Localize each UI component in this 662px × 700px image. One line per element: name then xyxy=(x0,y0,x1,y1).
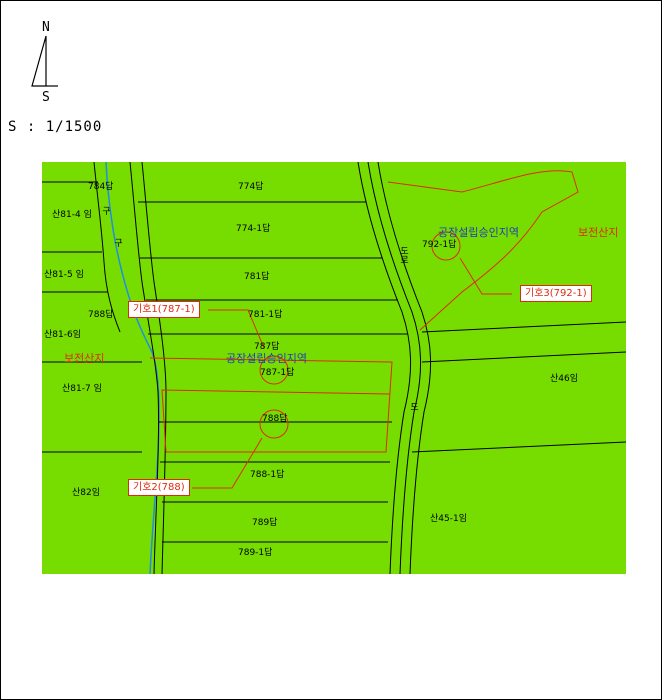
parcel-label: 산81-4 임 xyxy=(52,210,92,220)
conservation-label: 보전산지 xyxy=(64,352,105,365)
parcel-label: 산45-1임 xyxy=(430,514,467,524)
callout-label: 기호2(788) xyxy=(128,479,190,496)
parcel-label: 788답 xyxy=(88,310,114,320)
callout-circles xyxy=(259,231,461,439)
parcel-label: 792-1답 xyxy=(422,240,457,250)
north-arrow: N S xyxy=(26,18,66,108)
zone-label: 공장설립승인지역 xyxy=(226,352,307,365)
parcel-label: 781답 xyxy=(244,272,270,282)
parcel-label: 산46임 xyxy=(550,374,579,384)
scale-label: S : 1/1500 xyxy=(8,119,103,135)
cadastral-map: 774답 774-1답 781답 781-1답 787답 787-1답 788답… xyxy=(42,162,626,574)
parcel-label: 도로 xyxy=(398,246,408,264)
zone-label: 공장설립승인지역 xyxy=(438,226,519,239)
north-arrow-icon xyxy=(31,35,58,87)
parcel-label: 784답 xyxy=(88,182,114,192)
highlight-zone xyxy=(149,170,579,453)
parcel-label: 789-1답 xyxy=(238,548,273,558)
compass-north-label: N xyxy=(42,20,50,35)
parcel-label: 788답 xyxy=(262,414,288,424)
right-road-lines xyxy=(357,162,432,574)
parcel-label: 산81-6임 xyxy=(44,330,81,340)
parcel-label: 774-1답 xyxy=(236,224,271,234)
map-drawing xyxy=(42,162,626,574)
parcel-label: 787답 xyxy=(254,342,280,352)
parcel-label: 789답 xyxy=(252,518,278,528)
parcel-label: 787-1답 xyxy=(260,368,295,378)
parcel-label: 산81-7 임 xyxy=(62,384,102,394)
conservation-label: 보전산지 xyxy=(578,226,619,239)
parcel-label: 774답 xyxy=(238,182,264,192)
parcel-label: 산82임 xyxy=(72,488,101,498)
callout-label: 기호1(787-1) xyxy=(128,301,200,318)
parcel-label: 781-1답 xyxy=(248,310,283,320)
callout-label: 기호3(792-1) xyxy=(520,285,592,302)
parcel-label: 산81-5 임 xyxy=(44,270,84,280)
parcel-lines xyxy=(42,181,626,543)
parcel-label: 구 xyxy=(112,238,122,247)
parcel-label: 788-1답 xyxy=(250,470,285,480)
parcel-label: 도 xyxy=(408,402,418,411)
compass-south-label: S xyxy=(42,90,50,105)
map-background xyxy=(42,162,626,574)
leader-lines xyxy=(192,257,512,489)
parcel-label: 구 xyxy=(100,206,110,215)
